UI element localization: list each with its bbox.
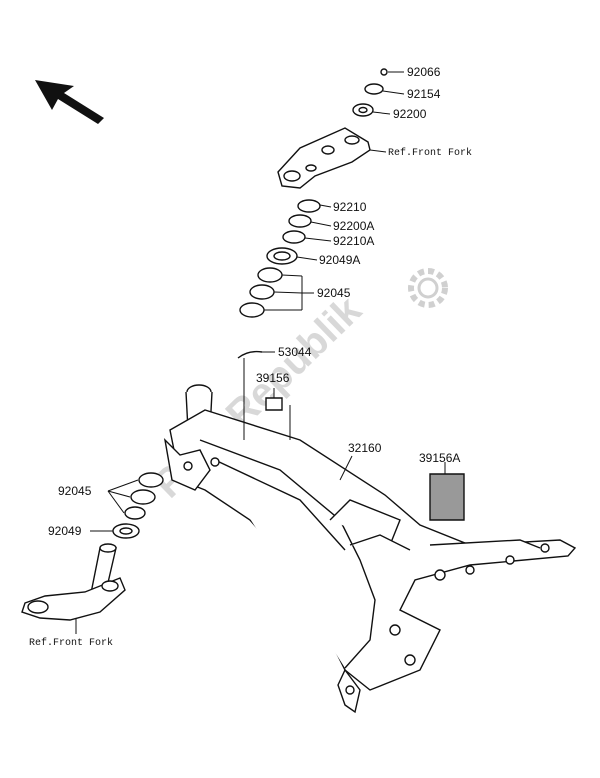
- small-parts: [237, 350, 465, 521]
- leader-lines: [75, 71, 446, 634]
- label-ref-front-fork-lower: Ref.Front Fork: [29, 637, 113, 649]
- part-92045-upper-shape-a: [257, 267, 283, 283]
- part-92045-upper-shape-c: [239, 302, 265, 318]
- part-92066-shape: [380, 68, 388, 76]
- label-92210A: 92210A: [333, 234, 374, 248]
- label-39156A: 39156A: [419, 451, 460, 465]
- part-92045-lower-shape-a: [138, 472, 164, 488]
- steering-head-top-parts: [352, 68, 388, 117]
- label-32160: 32160: [348, 441, 382, 455]
- label-92066: 92066: [407, 65, 441, 79]
- upper-triple-clamp: [277, 127, 371, 189]
- direction-arrow-icon: [35, 80, 104, 124]
- label-92154: 92154: [407, 87, 441, 101]
- gear-icon: [408, 268, 448, 308]
- label-92210: 92210: [333, 200, 367, 214]
- label-92049: 92049: [48, 524, 82, 538]
- part-92210A-shape: [282, 230, 306, 244]
- label-92049A: 92049A: [319, 253, 360, 267]
- part-92200-shape: [352, 103, 374, 117]
- part-92045-upper-shape-b: [249, 284, 275, 300]
- part-92210-shape: [297, 199, 321, 213]
- part-labels: 92066 92154 92200 Ref.Front Fork 92210 9…: [29, 65, 472, 649]
- part-39156-shape: [265, 397, 283, 411]
- label-ref-front-fork-upper: Ref.Front Fork: [388, 147, 472, 159]
- part-92045-lower-shape-c: [124, 506, 146, 520]
- part-53044-shape: [237, 350, 263, 359]
- label-39156: 39156: [256, 371, 290, 385]
- steering-stem: [21, 543, 126, 621]
- label-53044: 53044: [278, 345, 312, 359]
- lower-bearing-stack: [112, 472, 164, 539]
- part-92045-lower-shape-b: [130, 489, 156, 505]
- part-92200A-shape: [288, 214, 312, 228]
- label-92200A: 92200A: [333, 219, 374, 233]
- main-frame-32160: [163, 384, 577, 714]
- label-92045-upper: 92045: [317, 286, 351, 300]
- label-92200: 92200: [393, 107, 427, 121]
- label-92045-lower: 92045: [58, 484, 92, 498]
- part-92154-shape: [364, 83, 384, 95]
- bearing-stack: [239, 199, 321, 318]
- part-39156A-shape: [429, 473, 465, 521]
